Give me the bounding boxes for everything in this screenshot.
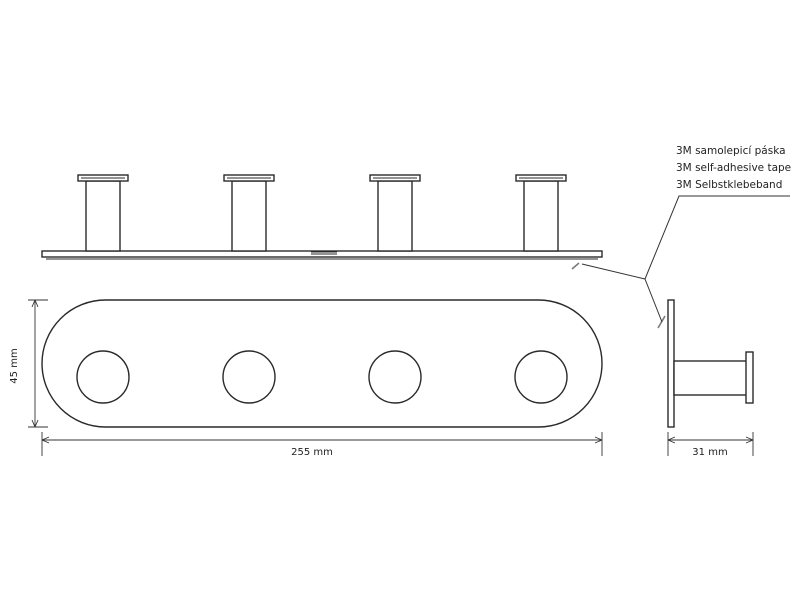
side-plate	[667, 299, 675, 428]
dim-height: 45 mm	[9, 299, 48, 428]
hook-circle-2	[222, 350, 276, 404]
dim-width: 255 mm	[41, 432, 603, 458]
dim-width-label: 255 mm	[291, 447, 333, 458]
dim-height-label: 45 mm	[9, 348, 20, 383]
leader-line	[581, 195, 790, 280]
tape-mark-top	[571, 262, 580, 270]
tape-label-de: 3M Selbstklebeband	[676, 179, 782, 191]
side-view	[657, 299, 754, 428]
hook-circle-3	[368, 350, 422, 404]
side-cap	[745, 351, 754, 404]
hook-circle-1	[76, 350, 130, 404]
plate-outline	[41, 299, 603, 428]
hook-top-1	[77, 174, 129, 252]
hook-top-3	[369, 174, 421, 252]
hook-top-2	[223, 174, 275, 252]
hook-circle-4	[514, 350, 568, 404]
tape-label-en: 3M self-adhesive tape	[676, 162, 791, 174]
tape-callout: 3M samolepicí páska 3M self-adhesive tap…	[581, 145, 791, 323]
side-shaft	[673, 360, 749, 396]
top-view	[41, 174, 603, 270]
hook-top-4	[515, 174, 567, 252]
tape-label-cs: 3M samolepicí páska	[676, 145, 786, 157]
dim-depth: 31 mm	[667, 432, 754, 458]
leader-branch	[644, 278, 663, 323]
dim-depth-label: 31 mm	[692, 447, 727, 458]
front-view	[41, 299, 603, 428]
